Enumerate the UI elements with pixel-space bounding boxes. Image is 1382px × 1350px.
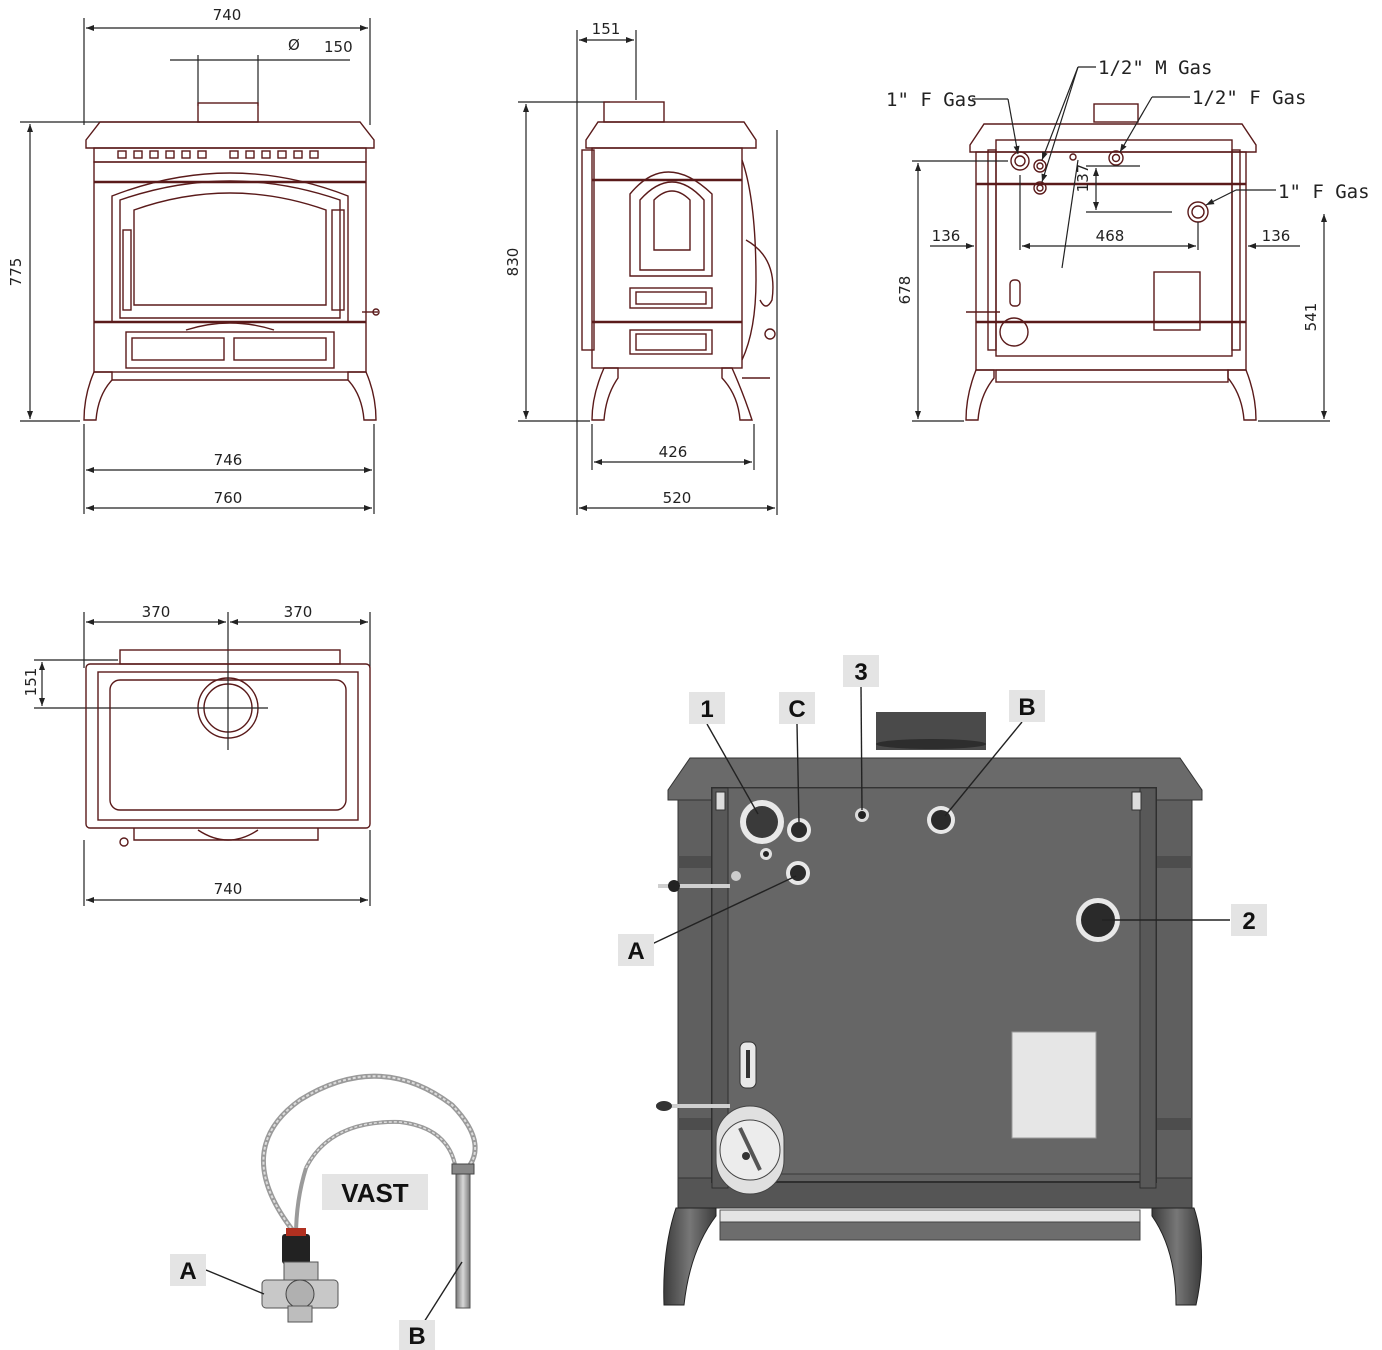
top-half-right-dim: 370 bbox=[284, 603, 313, 621]
top-half-left-dim: 370 bbox=[142, 603, 171, 621]
tag-2: 2 bbox=[1242, 908, 1255, 935]
tag-3: 3 bbox=[854, 659, 867, 686]
front-vent-row bbox=[117, 150, 319, 159]
valve-kit: VAST A B bbox=[170, 1073, 478, 1350]
valve-tag-a: A bbox=[179, 1258, 196, 1285]
connection-1 bbox=[740, 800, 784, 844]
connection-a bbox=[786, 861, 810, 885]
top-view: 370 370 151 740 bbox=[22, 603, 371, 906]
top-flue-depth-dim: 151 bbox=[22, 668, 40, 697]
connection-c bbox=[787, 818, 811, 842]
top-width-dim: 740 bbox=[214, 880, 243, 898]
front-feet-width-dim: 746 bbox=[214, 451, 243, 469]
side-height-dim: 830 bbox=[504, 248, 522, 277]
tag-a: A bbox=[627, 938, 644, 965]
rear-left-offset-dim: 136 bbox=[932, 227, 961, 245]
side-flue-offset-dim: 151 bbox=[592, 20, 621, 38]
rear-connection-spacing-dim: 468 bbox=[1096, 227, 1125, 245]
rear-view: 1" F Gas 1/2" M Gas 1/2" F Gas 1" F Gas … bbox=[886, 57, 1370, 422]
front-width-top-dim: 740 bbox=[213, 6, 242, 24]
tag-b: B bbox=[1018, 694, 1035, 721]
label-1in-f-gas-right: 1" F Gas bbox=[1278, 181, 1370, 203]
side-total-depth-dim: 520 bbox=[663, 489, 692, 507]
rear-height-541-dim: 541 bbox=[1302, 303, 1320, 332]
front-height-dim: 775 bbox=[7, 258, 25, 287]
front-total-width-dim: 760 bbox=[214, 489, 243, 507]
label-half-in-m-gas: 1/2" M Gas bbox=[1098, 57, 1212, 79]
label-1in-f-gas-left: 1" F Gas bbox=[886, 89, 978, 111]
label-half-in-f-gas: 1/2" F Gas bbox=[1192, 87, 1306, 109]
valve-tag-b: B bbox=[408, 1323, 425, 1350]
tag-1: 1 bbox=[700, 696, 713, 723]
side-feet-depth-dim: 426 bbox=[659, 443, 688, 461]
rear-height-678-dim: 678 bbox=[896, 276, 914, 305]
flue-diameter-dim: 150 bbox=[324, 38, 353, 56]
tag-c: C bbox=[788, 696, 805, 723]
front-view: 740 Ø 150 775 bbox=[7, 6, 380, 514]
rear-right-offset-dim: 136 bbox=[1262, 227, 1291, 245]
connection-b bbox=[927, 806, 955, 834]
rear-vertical-offset-dim: 137 bbox=[1074, 164, 1092, 193]
flue-diameter-symbol: Ø bbox=[288, 36, 300, 54]
vast-label: VAST bbox=[341, 1178, 409, 1208]
connection-2 bbox=[1076, 898, 1120, 942]
side-view: 151 830 426 520 bbox=[504, 20, 778, 515]
connection-3 bbox=[855, 808, 869, 822]
rear-render: 1 C 3 B 2 A bbox=[618, 655, 1267, 1306]
